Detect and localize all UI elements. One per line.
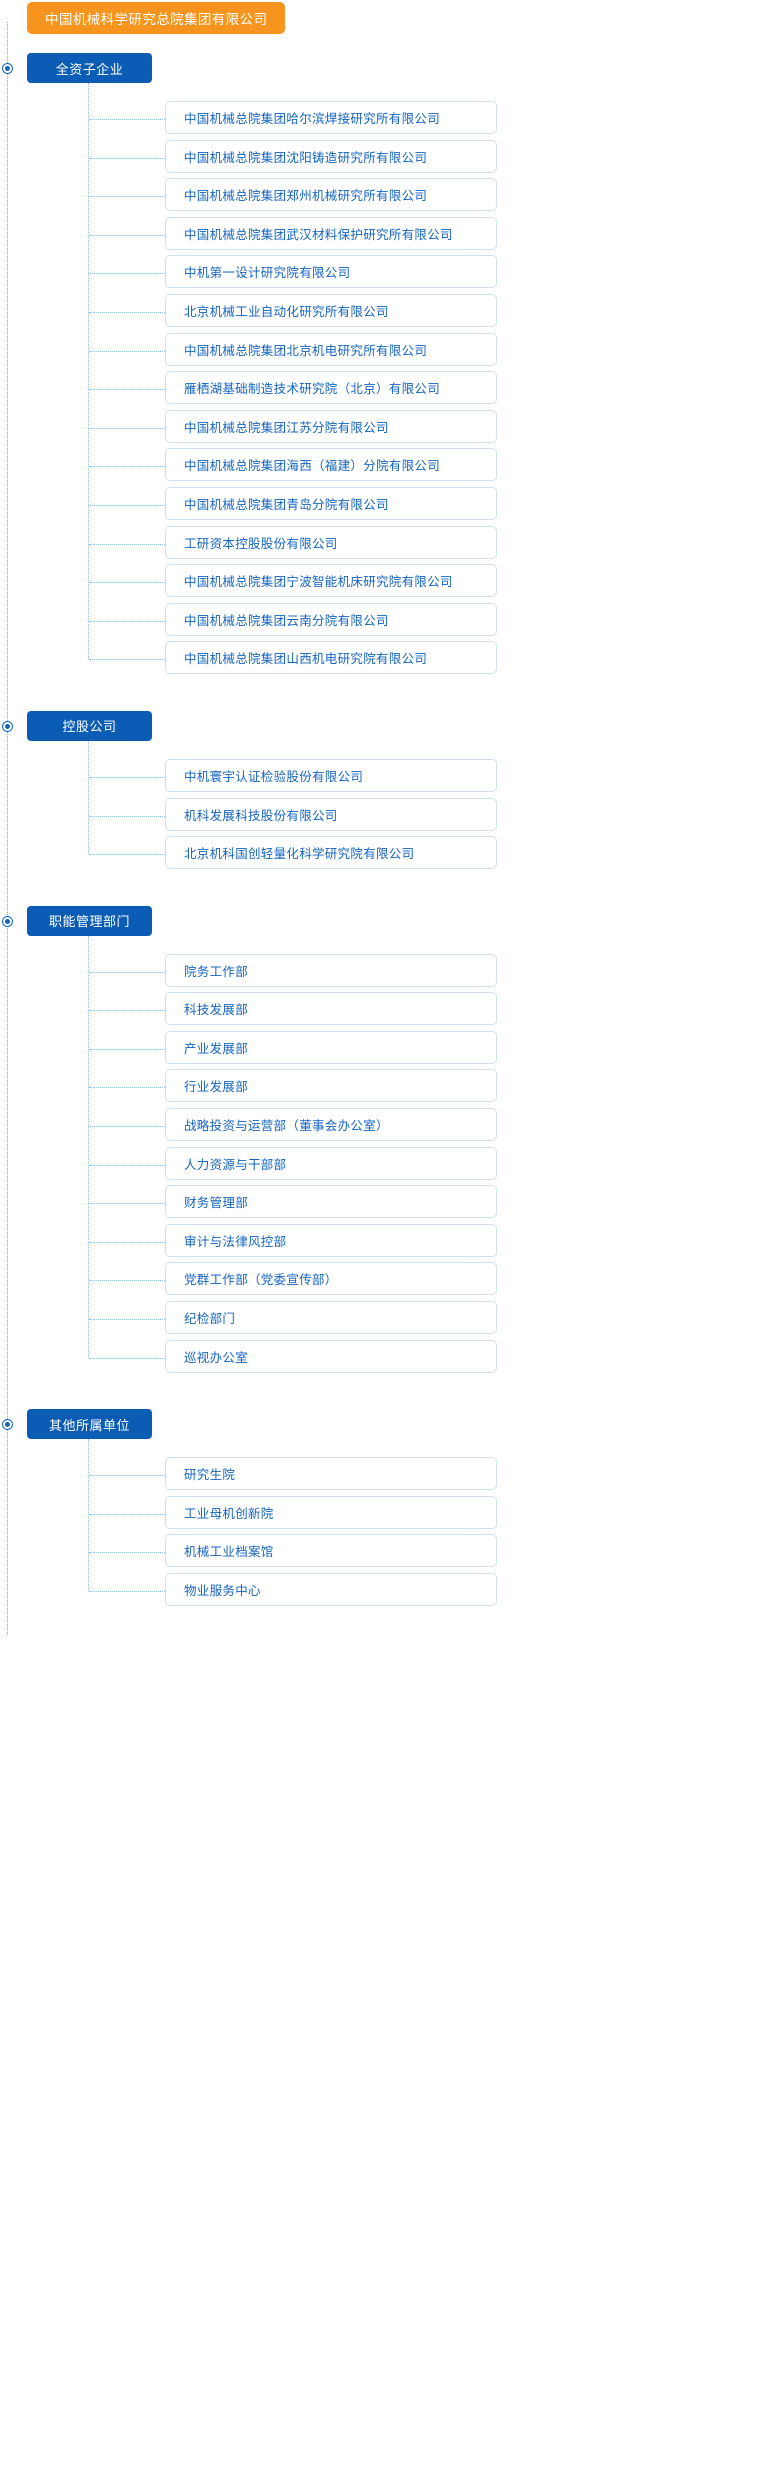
org-item-row: 院务工作部: [0, 953, 779, 992]
org-item[interactable]: 产业发展部: [165, 1030, 497, 1064]
org-item[interactable]: 机科发展科技股份有限公司: [165, 797, 497, 831]
group-title-1[interactable]: 全资子企业: [27, 53, 152, 83]
org-item-row: 中国机械总院集团云南分院有限公司: [0, 602, 779, 641]
org-item-row: 雁栖湖基础制造技术研究院（北京）有限公司: [0, 370, 779, 409]
org-group: 其他所属单位研究生院工业母机创新院机械工业档案馆物业服务中心: [0, 1401, 779, 1634]
root-node[interactable]: 中国机械科学研究总院集团有限公司: [27, 2, 286, 34]
group-children: 中国机械总院集团哈尔滨焊接研究所有限公司中国机械总院集团沈阳铸造研究所有限公司中…: [0, 83, 779, 683]
org-item[interactable]: 中机第一设计研究院有限公司: [165, 255, 497, 289]
group-spacer: [0, 878, 779, 898]
group-vertical-connector: [88, 935, 89, 1358]
group-header-row: 职能管理部门: [0, 898, 779, 953]
main-vertical-connector: [7, 22, 8, 1635]
org-chart: 中国机械科学研究总院集团有限公司 全资子企业中国机械总院集团哈尔滨焊接研究所有限…: [0, 0, 779, 1635]
group-title-4[interactable]: 其他所属单位: [27, 1409, 152, 1440]
org-item[interactable]: 战略投资与运营部（董事会办公室）: [165, 1108, 497, 1142]
group-spacer: [0, 1381, 779, 1401]
group-vertical-connector: [88, 83, 89, 660]
org-item-row: 战略投资与运营部（董事会办公室）: [0, 1107, 779, 1146]
org-item-row: 财务管理部: [0, 1184, 779, 1223]
org-item[interactable]: 中国机械总院集团山西机电研究院有限公司: [165, 641, 497, 675]
org-item-row: 巡视办公室: [0, 1339, 779, 1378]
group-header-row: 全资子企业: [0, 45, 779, 100]
node-marker-icon: [2, 720, 13, 732]
node-marker-icon: [2, 63, 13, 74]
group-children: 中机寰宇认证检验股份有限公司机科发展科技股份有限公司北京机科国创轻量化科学研究院…: [0, 740, 779, 878]
org-item-row: 中国机械总院集团宁波智能机床研究院有限公司: [0, 563, 779, 602]
org-group: 全资子企业中国机械总院集团哈尔滨焊接研究所有限公司中国机械总院集团沈阳铸造研究所…: [0, 45, 779, 703]
org-item-row: 科技发展部: [0, 991, 779, 1030]
org-item[interactable]: 中国机械总院集团哈尔滨焊接研究所有限公司: [165, 101, 497, 134]
root-node-row: 中国机械科学研究总院集团有限公司: [0, 0, 779, 45]
org-item-row: 纪检部门: [0, 1300, 779, 1339]
group-header-row: 控股公司: [0, 703, 779, 758]
node-marker-icon: [2, 1419, 13, 1431]
org-item[interactable]: 中国机械总院集团武汉材料保护研究所有限公司: [165, 216, 497, 250]
org-item-row: 中国机械总院集团青岛分院有限公司: [0, 486, 779, 525]
group-title-3[interactable]: 职能管理部门: [27, 905, 152, 936]
org-item[interactable]: 机械工业档案馆: [165, 1534, 497, 1568]
org-item[interactable]: 工业母机创新院: [165, 1495, 497, 1529]
group-children: 院务工作部科技发展部产业发展部行业发展部战略投资与运营部（董事会办公室） 人力资源…: [0, 935, 779, 1382]
org-item[interactable]: 科技发展部: [165, 992, 497, 1026]
org-item[interactable]: 北京机械工业自动化研究所有限公司: [165, 293, 497, 327]
org-item-row: 中机寰宇认证检验股份有限公司: [0, 758, 779, 797]
group-list: 全资子企业中国机械总院集团哈尔滨焊接研究所有限公司中国机械总院集团沈阳铸造研究所…: [0, 45, 779, 1635]
org-item[interactable]: 中国机械总院集团海西（福建）分院有限公司: [165, 448, 497, 482]
org-item-row: 中国机械总院集团山西机电研究院有限公司: [0, 640, 779, 679]
node-marker-icon: [2, 915, 13, 927]
org-item[interactable]: 工研资本控股股份有限公司: [165, 525, 497, 559]
org-item-row: 中国机械总院集团海西（福建）分院有限公司: [0, 447, 779, 486]
org-item-row: 中国机械总院集团武汉材料保护研究所有限公司: [0, 216, 779, 255]
org-item[interactable]: 党群工作部（党委宣传部）: [165, 1262, 497, 1296]
org-item-row: 机科发展科技股份有限公司: [0, 797, 779, 836]
org-item[interactable]: 中国机械总院集团宁波智能机床研究院有限公司: [165, 564, 497, 598]
org-group: 职能管理部门院务工作部科技发展部产业发展部行业发展部战略投资与运营部（董事会办公…: [0, 898, 779, 1402]
group-vertical-connector: [88, 1439, 89, 1592]
org-item[interactable]: 中国机械总院集团云南分院有限公司: [165, 602, 497, 636]
org-item[interactable]: 纪检部门: [165, 1301, 497, 1335]
group-title-2[interactable]: 控股公司: [27, 710, 152, 741]
group-children: 研究生院工业母机创新院机械工业档案馆物业服务中心: [0, 1439, 779, 1614]
org-item[interactable]: 中国机械总院集团青岛分院有限公司: [165, 486, 497, 520]
group-spacer: [0, 683, 779, 703]
org-item-row: 北京机械工业自动化研究所有限公司: [0, 293, 779, 332]
org-item-row: 产业发展部: [0, 1030, 779, 1069]
org-item[interactable]: 中机寰宇认证检验股份有限公司: [165, 758, 497, 792]
org-item[interactable]: 中国机械总院集团江苏分院有限公司: [165, 409, 497, 443]
group-spacer: [0, 1615, 779, 1635]
org-item[interactable]: 中国机械总院集团沈阳铸造研究所有限公司: [165, 139, 497, 173]
org-item[interactable]: 财务管理部: [165, 1185, 497, 1219]
org-item[interactable]: 研究生院: [165, 1457, 497, 1491]
org-item-row: 中国机械总院集团沈阳铸造研究所有限公司: [0, 139, 779, 178]
org-item[interactable]: 北京机科国创轻量化科学研究院有限公司: [165, 836, 497, 870]
org-item-row: 工业母机创新院: [0, 1495, 779, 1534]
org-item-row: 中国机械总院集团江苏分院有限公司: [0, 409, 779, 448]
org-item-row: 中国机械总院集团郑州机械研究所有限公司: [0, 177, 779, 216]
org-item-row: 行业发展部: [0, 1068, 779, 1107]
org-item-row: 党群工作部（党委宣传部）: [0, 1261, 779, 1300]
org-item[interactable]: 物业服务中心: [165, 1573, 497, 1606]
org-item-row: 北京机科国创轻量化科学研究院有限公司: [0, 835, 779, 874]
org-item[interactable]: 中国机械总院集团北京机电研究所有限公司: [165, 332, 497, 366]
org-item-row: 中国机械总院集团哈尔滨焊接研究所有限公司: [0, 100, 779, 139]
group-vertical-connector: [88, 740, 89, 855]
org-item-row: 人力资源与干部部: [0, 1146, 779, 1185]
org-item-row: 工研资本控股股份有限公司: [0, 525, 779, 564]
org-item[interactable]: 审计与法律风控部: [165, 1223, 497, 1257]
org-group: 控股公司中机寰宇认证检验股份有限公司机科发展科技股份有限公司北京机科国创轻量化科…: [0, 703, 779, 898]
org-item[interactable]: 人力资源与干部部: [165, 1146, 497, 1180]
org-item[interactable]: 巡视办公室: [165, 1339, 497, 1373]
org-item-row: 审计与法律风控部: [0, 1223, 779, 1262]
org-item-row: 研究生院: [0, 1456, 779, 1495]
org-item-row: 物业服务中心: [0, 1572, 779, 1611]
org-item[interactable]: 行业发展部: [165, 1069, 497, 1103]
org-item[interactable]: 雁栖湖基础制造技术研究院（北京）有限公司: [165, 371, 497, 405]
org-item-row: 中国机械总院集团北京机电研究所有限公司: [0, 332, 779, 371]
group-header-row: 其他所属单位: [0, 1401, 779, 1456]
org-item-row: 中机第一设计研究院有限公司: [0, 254, 779, 293]
org-item[interactable]: 院务工作部: [165, 953, 497, 987]
org-item-row: 机械工业档案馆: [0, 1533, 779, 1572]
org-item[interactable]: 中国机械总院集团郑州机械研究所有限公司: [165, 178, 497, 212]
